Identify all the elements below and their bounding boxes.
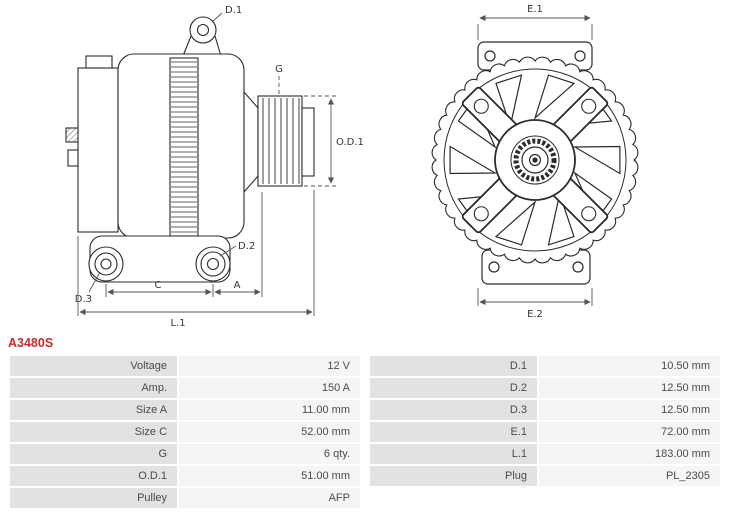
- dim-label-a: A: [234, 280, 241, 291]
- spec-label: O.D.1: [10, 466, 178, 486]
- dim-label-d1: D.1: [225, 5, 242, 16]
- alternator-drawing-svg: D.1 G O.D.1 D.2 D.3 C A: [65, 4, 639, 329]
- rear-housing: [77, 67, 119, 233]
- spec-value: 72.00 mm: [539, 422, 720, 442]
- dim-label-od1: O.D.1: [336, 137, 364, 148]
- dim-label-d2: D.2: [238, 241, 255, 252]
- dim-label-e1: E.1: [527, 4, 543, 15]
- part-number[interactable]: A3480S: [8, 336, 54, 350]
- dim-label-g: G: [275, 64, 283, 75]
- spec-value: PL_2305: [539, 466, 720, 486]
- spec-label: Voltage: [10, 356, 178, 376]
- spec-label: D.2: [370, 378, 538, 398]
- spec-value: 12.50 mm: [539, 400, 720, 420]
- spec-value: 12.50 mm: [539, 378, 720, 398]
- terminal-block: [65, 127, 79, 143]
- spec-value: AFP: [179, 488, 360, 508]
- side-view-drawing: [65, 16, 315, 283]
- side-view-dimensions: D.1 G O.D.1 D.2 D.3 C A: [75, 5, 364, 329]
- spec-label: Size A: [10, 400, 178, 420]
- dim-label-d3: D.3: [75, 294, 92, 305]
- spec-value: 11.00 mm: [179, 400, 360, 420]
- dim-label-c: C: [155, 280, 162, 291]
- spec-value: 183.00 mm: [539, 444, 720, 464]
- spec-label: D.3: [370, 400, 538, 420]
- front-view-dimensions: E.1 E.2: [477, 4, 593, 320]
- spec-value: 150 A: [179, 378, 360, 398]
- spec-label: Plug: [370, 466, 538, 486]
- spec-label: Size C: [10, 422, 178, 442]
- spec-value: 51.00 mm: [179, 466, 360, 486]
- pulley: [257, 95, 303, 187]
- front-view-drawing: [431, 41, 639, 285]
- technical-diagram: D.1 G O.D.1 D.2 D.3 C A: [65, 4, 639, 329]
- pulley-nut: [301, 107, 315, 177]
- spec-label: Pulley: [10, 488, 178, 508]
- spec-label: Amp.: [10, 378, 178, 398]
- dim-label-l1: L.1: [170, 318, 185, 329]
- spec-label: G: [10, 444, 178, 464]
- spec-value: 52.00 mm: [179, 422, 360, 442]
- spec-value: 12 V: [179, 356, 360, 376]
- spec-label: L.1: [370, 444, 538, 464]
- table-row: Amp.150 A: [10, 378, 360, 398]
- splined-shaft: [513, 138, 557, 182]
- cross-arms: [461, 86, 609, 234]
- spec-label: D.1: [370, 356, 538, 376]
- spec-value: 10.50 mm: [539, 356, 720, 376]
- spec-label: E.1: [370, 422, 538, 442]
- spec-value: 6 qty.: [179, 444, 360, 464]
- dim-label-e2: E.2: [527, 309, 543, 320]
